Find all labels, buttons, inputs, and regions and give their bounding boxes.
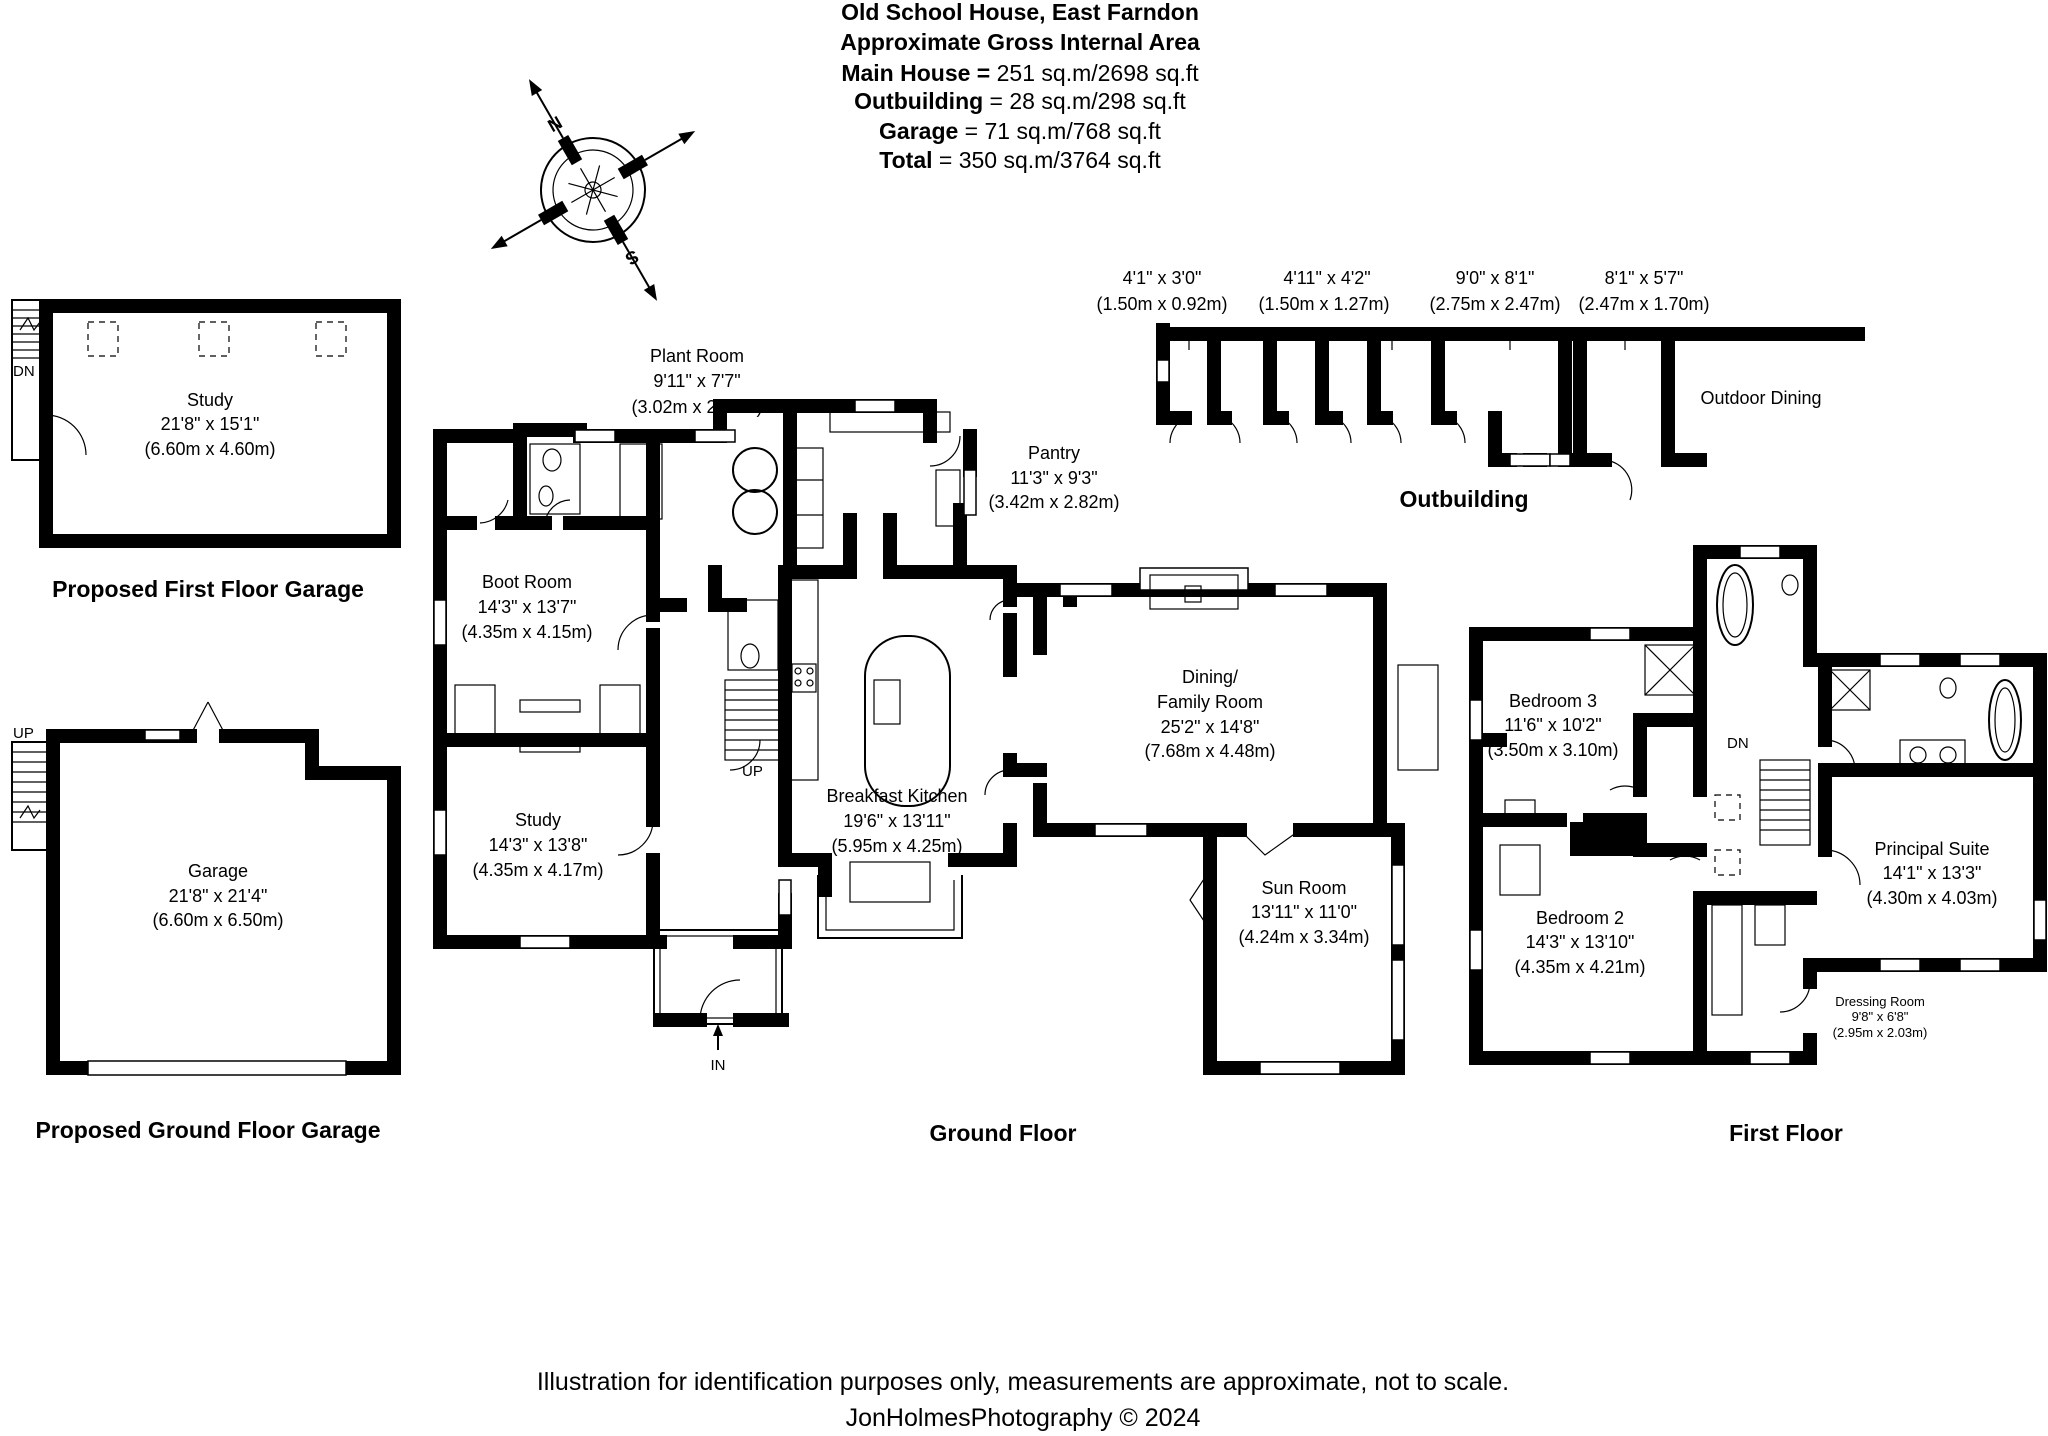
dining-name-line1: Dining/	[1182, 667, 1238, 687]
principal-suite-metric: (4.30m x 4.03m)	[1866, 888, 1997, 908]
dining-metric: (7.68m x 4.48m)	[1144, 741, 1275, 761]
dining-name-line2: Family Room	[1157, 692, 1263, 712]
boot-room-metric: (4.35m x 4.15m)	[461, 622, 592, 642]
copyright-credit: JonHolmesPhotography © 2024	[846, 1404, 1201, 1432]
outbuilding-dim-4-imperial: 8'1" x 5'7"	[1605, 268, 1684, 288]
kitchen-metric: (5.95m x 4.25m)	[831, 836, 962, 856]
dressing-room-name: Dressing Room	[1835, 994, 1925, 1009]
area-total: Total = 350 sq.m/3764 sq.ft	[879, 147, 1161, 173]
plant-room-metric: (3.02m x 2.30m)	[631, 397, 762, 417]
footer: Illustration for identification purposes…	[537, 1368, 1509, 1432]
compass-rose-icon: N S	[490, 79, 696, 301]
area-outbuilding: Outbuilding = 28 sq.m/298 sq.ft	[854, 88, 1186, 114]
outbuilding-plan: 4'1" x 3'0" (1.50m x 0.92m) 4'11" x 4'2"…	[1096, 268, 1865, 512]
outbuilding-dim-3-metric: (2.75m x 2.47m)	[1429, 294, 1560, 314]
bedroom3-metric: (3.50m x 3.10m)	[1487, 740, 1618, 760]
bedroom3-name: Bedroom 3	[1509, 691, 1597, 711]
outdoor-dining-label: Outdoor Dining	[1700, 388, 1821, 408]
pantry-metric: (3.42m x 2.82m)	[988, 492, 1119, 512]
garage-study-name: Study	[187, 390, 233, 410]
compass-south-label: S	[622, 246, 642, 269]
stair-up-tag: UP	[13, 725, 34, 742]
bedroom2-imperial: 14'3" x 13'10"	[1526, 932, 1635, 952]
first-floor-title: First Floor	[1729, 1120, 1843, 1146]
first-floor-garage-plan: DN Study 21'8" x 15'1" (6.60m x 4.60m) P…	[11, 299, 401, 602]
sun-room-metric: (4.24m x 3.34m)	[1238, 927, 1369, 947]
outbuilding-dim-2-metric: (1.50m x 1.27m)	[1258, 294, 1389, 314]
sun-room-name: Sun Room	[1261, 878, 1346, 898]
stair-dn-tag: DN	[13, 363, 35, 380]
outbuilding-dim-4-metric: (2.47m x 1.70m)	[1578, 294, 1709, 314]
plan-title: Old School House, East Farndon	[841, 0, 1199, 25]
garage-name: Garage	[188, 861, 248, 881]
outbuilding-title: Outbuilding	[1399, 486, 1528, 512]
boot-room-name: Boot Room	[482, 572, 572, 592]
dressing-room-imperial: 9'8" x 6'8"	[1852, 1009, 1909, 1024]
header: Old School House, East Farndon Approxima…	[840, 0, 1200, 173]
area-main-house: Main House = 251 sq.m/2698 sq.ft	[841, 60, 1199, 86]
ground-floor-garage-plan: UP Garage 21'8" x 21'4" (6.60m x 6.50m) …	[11, 701, 401, 1143]
area-garage: Garage = 71 sq.m/768 sq.ft	[879, 118, 1162, 144]
garage-metric: (6.60m x 6.50m)	[152, 910, 283, 930]
bedroom2-metric: (4.35m x 4.21m)	[1514, 957, 1645, 977]
plant-room-imperial: 9'11" x 7'7"	[653, 371, 740, 391]
outbuilding-dim-3-imperial: 9'0" x 8'1"	[1456, 268, 1535, 288]
principal-suite-name: Principal Suite	[1874, 839, 1989, 859]
kitchen-imperial: 19'6" x 13'11"	[843, 811, 950, 831]
dressing-room-metric: (2.95m x 2.03m)	[1833, 1025, 1928, 1040]
first-floor-garage-title: Proposed First Floor Garage	[52, 576, 364, 602]
pantry-imperial: 11'3" x 9'3"	[1010, 468, 1097, 488]
boot-room-imperial: 14'3" x 13'7"	[478, 597, 577, 617]
dining-imperial: 25'2" x 14'8"	[1161, 717, 1260, 737]
principal-suite-imperial: 14'1" x 13'3"	[1883, 863, 1982, 883]
garage-imperial: 21'8" x 21'4"	[169, 886, 268, 906]
disclaimer-text: Illustration for identification purposes…	[537, 1368, 1509, 1396]
study-metric: (4.35m x 4.17m)	[472, 860, 603, 880]
bedroom3-imperial: 11'6" x 10'2"	[1504, 715, 1601, 735]
ground-floor-plan: UP	[433, 346, 1439, 1146]
entrance-tag: IN	[711, 1057, 726, 1074]
study-name: Study	[515, 810, 561, 830]
study-imperial: 14'3" x 13'8"	[489, 835, 588, 855]
first-floor-plan: DN Bedroom 3 11'6" x 10'2" (3.50m x 3.10…	[1469, 545, 2047, 1146]
outbuilding-dim-1-metric: (1.50m x 0.92m)	[1096, 294, 1227, 314]
outbuilding-dim-2-imperial: 4'11" x 4'2"	[1283, 268, 1370, 288]
ground-floor-garage-title: Proposed Ground Floor Garage	[35, 1117, 380, 1143]
outbuilding-dim-1-imperial: 4'1" x 3'0"	[1123, 268, 1202, 288]
pantry-name: Pantry	[1028, 443, 1080, 463]
garage-study-metric: (6.60m x 4.60m)	[144, 439, 275, 459]
plant-room-name: Plant Room	[650, 346, 744, 366]
kitchen-name: Breakfast Kitchen	[826, 786, 967, 806]
ground-floor-title: Ground Floor	[930, 1120, 1077, 1146]
plan-subtitle: Approximate Gross Internal Area	[840, 29, 1200, 55]
garage-study-imperial: 21'8" x 15'1"	[161, 414, 260, 434]
stair-up-tag-ground: UP	[742, 763, 763, 780]
bedroom2-name: Bedroom 2	[1536, 908, 1624, 928]
stair-dn-tag-first: DN	[1727, 735, 1749, 752]
sun-room-imperial: 13'11" x 11'0"	[1251, 902, 1357, 922]
compass-north-label: N	[544, 112, 565, 136]
